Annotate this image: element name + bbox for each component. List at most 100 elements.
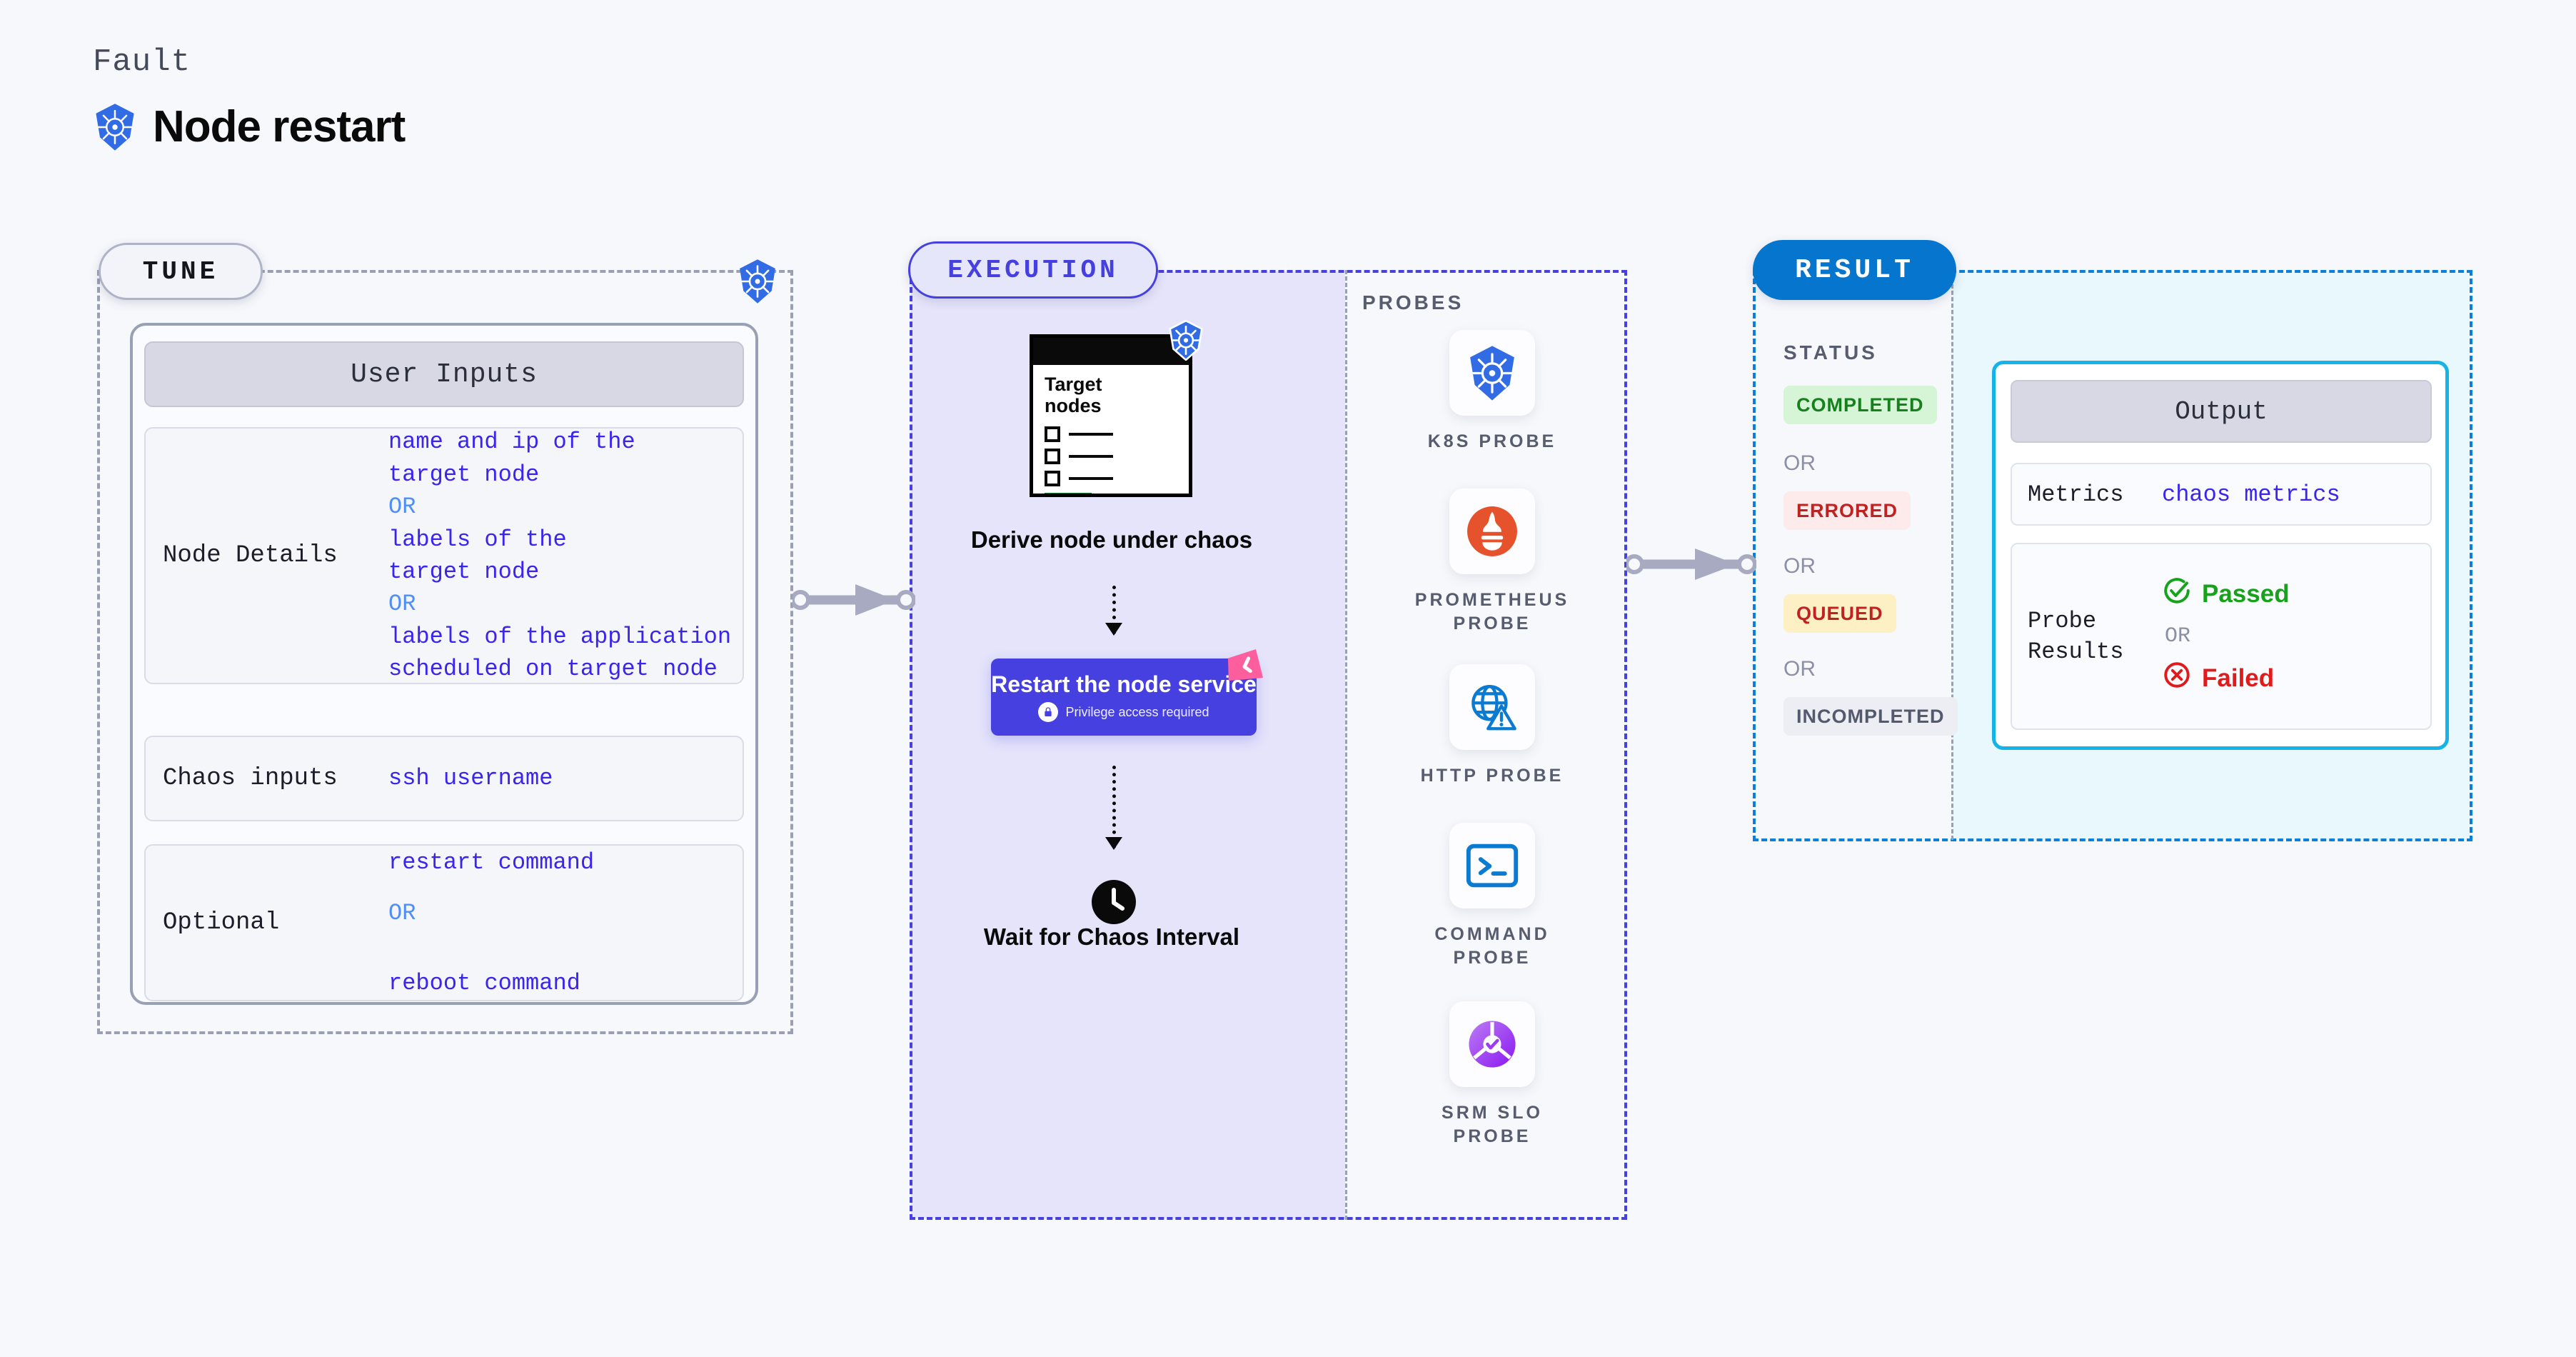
flow-arrow-down bbox=[1105, 766, 1122, 850]
tune-row-chaos-inputs: Chaos inputs ssh username bbox=[144, 736, 744, 821]
tune-row-values: restart command OR reboot command bbox=[388, 846, 743, 1000]
or-separator: OR bbox=[2165, 624, 2191, 649]
status-badge-completed: COMPLETED bbox=[1783, 386, 1937, 424]
value-line: reboot command bbox=[388, 969, 580, 996]
probe-result-passed: Passed bbox=[2162, 576, 2430, 613]
list-item bbox=[1045, 471, 1189, 487]
stage-badge-tune[interactable]: TUNE bbox=[99, 243, 263, 300]
globe-warning-icon bbox=[1449, 664, 1535, 750]
check-circle-icon bbox=[2162, 576, 2192, 613]
result-status-divider bbox=[1951, 271, 1953, 840]
tune-stage-container bbox=[97, 270, 793, 1034]
connector-tune-to-execution bbox=[790, 580, 916, 620]
output-row-value: Passed OR Failed bbox=[2162, 544, 2430, 728]
fault-eyebrow: Fault bbox=[93, 44, 191, 80]
value-line: labels of the application bbox=[388, 623, 732, 650]
target-nodes-card: Target nodes bbox=[1030, 334, 1192, 497]
probe-command[interactable]: COMMAND PROBE bbox=[1403, 823, 1581, 969]
probe-label: PROMETHEUS PROBE bbox=[1414, 590, 1570, 634]
kubernetes-icon bbox=[93, 103, 137, 151]
selected-node-indicator bbox=[1045, 493, 1092, 494]
target-card-title-line2: nodes bbox=[1045, 395, 1102, 417]
value-line: scheduled on target node bbox=[388, 656, 718, 683]
probe-label: SRM SLO PROBE bbox=[1442, 1103, 1543, 1146]
step-title: Restart the node service bbox=[991, 671, 1257, 697]
list-line bbox=[1069, 433, 1113, 436]
flow-arrow-down bbox=[1105, 586, 1122, 636]
tune-row-values: name and ip of the target node OR labels… bbox=[388, 429, 743, 683]
stage-badge-execution[interactable]: EXECUTION bbox=[908, 241, 1158, 299]
tune-row-label: Optional bbox=[163, 909, 280, 936]
or-separator: OR bbox=[1783, 451, 1816, 475]
list-line bbox=[1069, 477, 1113, 481]
value-line: restart command bbox=[388, 848, 595, 876]
value-line: name and ip of the bbox=[388, 429, 635, 456]
terminal-icon bbox=[1449, 823, 1535, 908]
output-row-label: Metrics bbox=[2028, 481, 2124, 508]
probe-result-failed: Failed bbox=[2162, 660, 2430, 697]
fault-title-row: Node restart bbox=[93, 101, 406, 152]
tune-row-node-details: Node Details name and ip of the target n… bbox=[144, 427, 744, 684]
failed-label: Failed bbox=[2202, 664, 2275, 692]
output-row-metrics: Metrics chaos metrics bbox=[2011, 463, 2432, 526]
target-card-title-line1: Target bbox=[1045, 374, 1102, 395]
status-badge-incompleted: INCOMPLETED bbox=[1783, 697, 1958, 736]
probes-section-label: PROBES bbox=[1362, 291, 1464, 314]
probes-column-divider bbox=[1345, 270, 1627, 1220]
or-separator: OR bbox=[388, 494, 416, 521]
target-card-titlebar bbox=[1033, 338, 1189, 365]
or-separator: OR bbox=[1783, 554, 1816, 578]
tune-row-values: ssh username bbox=[388, 737, 743, 820]
output-row-label: Probe Results bbox=[2012, 544, 2162, 728]
probe-label: HTTP PROBE bbox=[1420, 766, 1564, 786]
page-header: Fault Node restart bbox=[93, 44, 406, 152]
privilege-note-text: Privilege access required bbox=[1065, 704, 1209, 719]
value-line: labels of the bbox=[388, 526, 567, 553]
status-section-label: STATUS bbox=[1783, 341, 1878, 364]
srm-slo-icon bbox=[1449, 1001, 1535, 1087]
clock-icon bbox=[1092, 880, 1136, 924]
or-separator: OR bbox=[388, 900, 416, 927]
probe-label-line2: Results bbox=[2028, 639, 2124, 665]
probe-label: COMMAND PROBE bbox=[1434, 924, 1550, 968]
step-caption-wait-interval: Wait for Chaos Interval bbox=[983, 923, 1240, 950]
status-badge-queued: QUEUED bbox=[1783, 594, 1896, 633]
target-node-list bbox=[1045, 426, 1189, 494]
target-card-body: Target nodes bbox=[1033, 365, 1189, 494]
pink-flag-icon bbox=[1216, 638, 1274, 696]
privilege-note-row: Privilege access required bbox=[1038, 702, 1209, 723]
checkbox-icon bbox=[1045, 471, 1060, 487]
probe-label-line1: Probe bbox=[2028, 607, 2097, 634]
tune-row-optional: Optional restart command OR reboot comma… bbox=[144, 844, 744, 1001]
execution-stage-container bbox=[910, 270, 1627, 1220]
output-card-header: Output bbox=[2011, 380, 2432, 443]
x-circle-icon bbox=[2162, 660, 2192, 697]
probe-http[interactable]: HTTP PROBE bbox=[1403, 664, 1581, 788]
connector-execution-to-result bbox=[1624, 544, 1757, 584]
output-row-value: chaos metrics bbox=[2162, 481, 2340, 508]
probe-k8s[interactable]: K8S PROBE bbox=[1403, 330, 1581, 454]
output-row-probe-results: Probe Results Passed OR Failed bbox=[2011, 543, 2432, 730]
tune-row-label: Node Details bbox=[163, 542, 338, 569]
value-line: ssh username bbox=[388, 765, 553, 792]
probe-srm-slo[interactable]: SRM SLO PROBE bbox=[1403, 1001, 1581, 1148]
kubernetes-icon bbox=[1449, 330, 1535, 416]
or-separator: OR bbox=[1783, 657, 1816, 681]
list-item bbox=[1045, 426, 1189, 443]
user-inputs-header: User Inputs bbox=[144, 341, 744, 407]
step-restart-node-service: Restart the node service Privilege acces… bbox=[991, 659, 1257, 736]
passed-label: Passed bbox=[2202, 580, 2290, 608]
probe-label: K8S PROBE bbox=[1427, 431, 1557, 451]
value-line: target node bbox=[388, 559, 540, 585]
probe-prometheus[interactable]: PROMETHEUS PROBE bbox=[1403, 489, 1581, 635]
value-line: target node bbox=[388, 461, 540, 488]
target-card-title: Target nodes bbox=[1045, 374, 1189, 416]
status-badge-errored: ERRORED bbox=[1783, 491, 1911, 530]
or-separator: OR bbox=[388, 591, 416, 618]
kubernetes-icon bbox=[1167, 319, 1204, 364]
checkbox-icon bbox=[1045, 426, 1060, 443]
list-line bbox=[1069, 455, 1113, 459]
page-title: Node restart bbox=[153, 102, 406, 151]
list-item bbox=[1045, 449, 1189, 465]
stage-badge-result[interactable]: RESULT bbox=[1753, 240, 1956, 300]
